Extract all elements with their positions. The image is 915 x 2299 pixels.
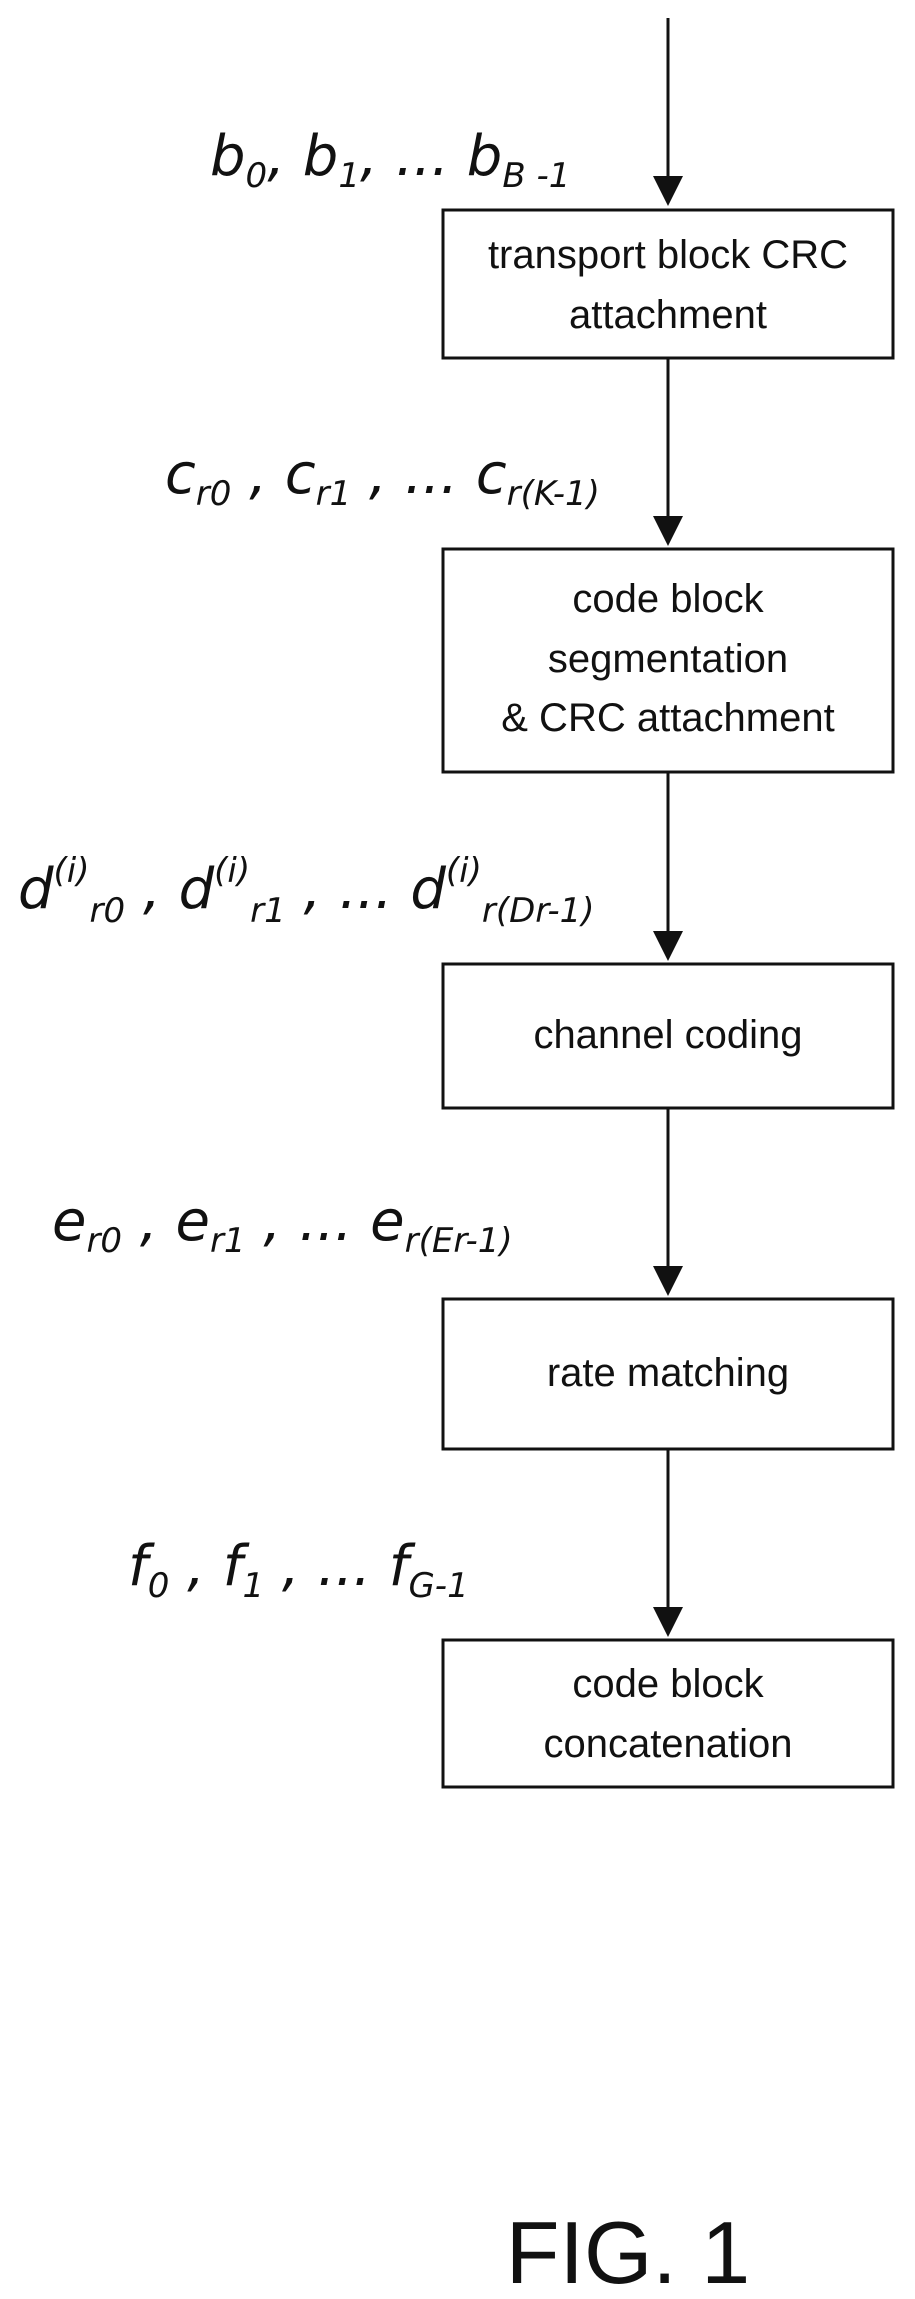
signal-label-f: f0 , f1 , ... fG-1 xyxy=(128,1534,469,1606)
signal-label-b: b0, b1, ... bB -1 xyxy=(210,124,570,196)
block-channel-coding: channel coding xyxy=(443,964,893,1108)
block-crc-attachment-line2: attachment xyxy=(569,293,767,337)
block-segmentation: code block segmentation & CRC attachment xyxy=(443,549,893,772)
block-segmentation-line3: & CRC attachment xyxy=(501,696,834,740)
block-concatenation: code block concatenation xyxy=(443,1640,893,1787)
block-segmentation-line1: code block xyxy=(572,577,764,621)
block-rate-matching-label: rate matching xyxy=(547,1351,789,1395)
figure-label: FIG. 1 xyxy=(506,2203,751,2299)
block-concatenation-line2: concatenation xyxy=(543,1722,792,1766)
block-crc-attachment: transport block CRC attachment xyxy=(443,210,893,358)
block-crc-attachment-line1: transport block CRC xyxy=(488,233,848,277)
signal-label-c: cr0 , cr1 , ... cr(K-1) xyxy=(165,442,600,514)
signal-label-e: er0 , er1 , ... er(Er-1) xyxy=(52,1189,513,1261)
block-rate-matching: rate matching xyxy=(443,1299,893,1449)
block-segmentation-line2: segmentation xyxy=(548,637,788,681)
signal-label-d: d(i)r0 , d(i)r1 , ... d(i)r(Dr-1) xyxy=(18,851,595,931)
block-concatenation-line1: code block xyxy=(572,1662,764,1706)
block-channel-coding-label: channel coding xyxy=(533,1013,802,1057)
